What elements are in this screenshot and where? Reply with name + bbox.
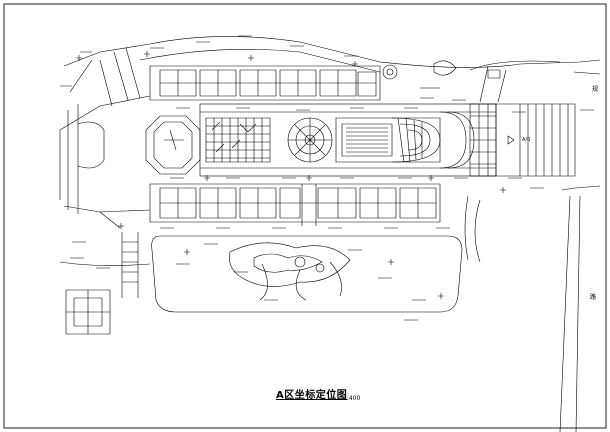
drawing-scale: 1:400 — [343, 395, 361, 402]
north-arrow-label: A/0 — [522, 137, 531, 143]
side-label-top: 规 — [592, 86, 599, 93]
coordinate-markers — [76, 51, 506, 299]
site-linework — [59, 35, 601, 432]
side-label-bottom: 路 — [590, 294, 597, 301]
drawing-title: A区坐标定位图 — [276, 390, 348, 401]
drawing-frame — [3, 3, 607, 429]
